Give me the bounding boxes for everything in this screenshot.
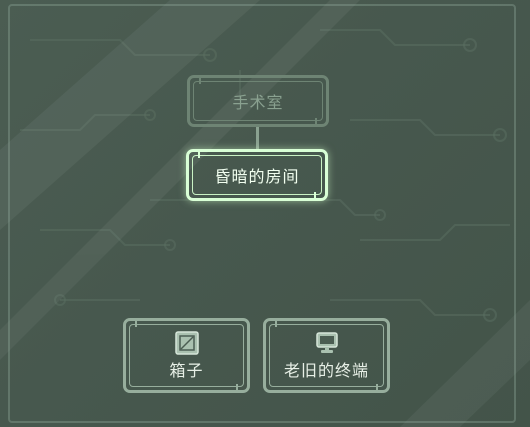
computer-terminal-icon xyxy=(314,331,340,355)
node-label: 老旧的终端 xyxy=(283,360,369,380)
node-label: 手术室 xyxy=(232,93,284,112)
box-icon xyxy=(174,330,200,355)
node-label: 箱子 xyxy=(169,360,204,380)
panel-frame xyxy=(8,4,516,423)
node-connector xyxy=(256,127,259,150)
node-label: 昏暗的房间 xyxy=(214,167,300,186)
node-surgery-room[interactable]: 手术室 xyxy=(187,75,329,127)
node-dim-room[interactable]: 昏暗的房间 xyxy=(186,149,328,201)
node-old-terminal[interactable]: 老旧的终端 xyxy=(263,318,390,393)
node-box[interactable]: 箱子 xyxy=(123,318,250,393)
